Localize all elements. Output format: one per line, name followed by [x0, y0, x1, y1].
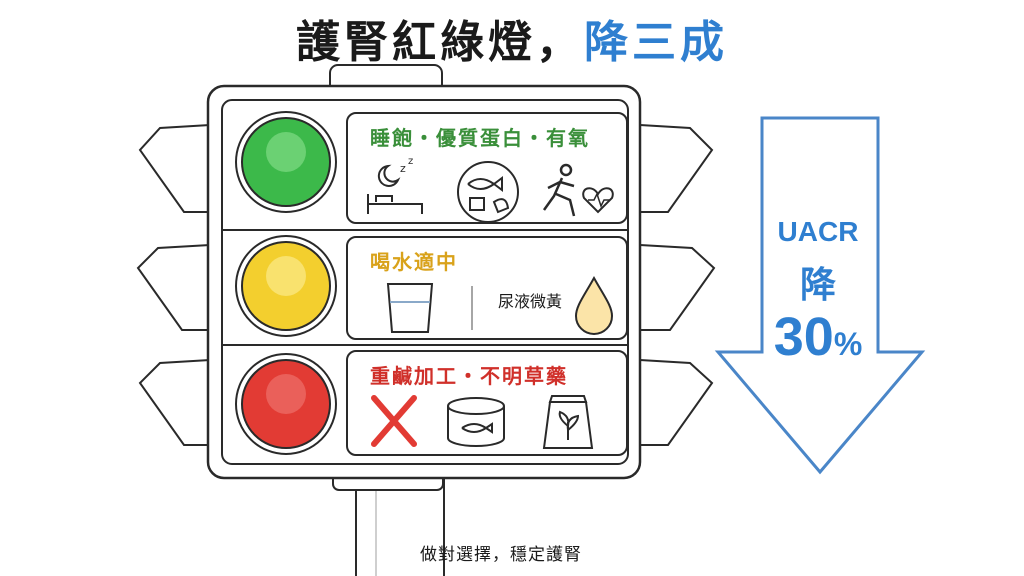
urine-drop-icon	[574, 275, 614, 335]
red-label: 重鹹加工・不明草藥	[370, 364, 568, 388]
red-panel: 重鹹加工・不明草藥	[346, 350, 628, 456]
yellow-panel: 喝水適中 尿液微黃	[346, 236, 628, 340]
canned-fish-icon	[447, 397, 505, 447]
water-glass-icon	[386, 283, 434, 333]
running-heart-icon	[542, 163, 614, 217]
yellow-icons	[386, 275, 614, 335]
right-visors	[639, 123, 716, 446]
caption: 做對選擇，穩定護腎	[420, 545, 582, 565]
red-lamp	[235, 353, 337, 455]
svg-text:z: z	[408, 156, 413, 167]
title-main: 護腎紅綠燈，	[296, 17, 584, 68]
arrow-decrease: 降	[799, 265, 836, 306]
herbal-bag-icon	[542, 395, 594, 449]
svg-text:z: z	[400, 162, 406, 175]
green-label: 睡飽・優質蛋白・有氧	[370, 126, 590, 150]
urine-note: 尿液微黃	[498, 292, 563, 311]
cross-icon	[371, 395, 417, 447]
arrow-value: 30%	[718, 306, 918, 368]
page-title: 護腎紅綠燈，降三成	[0, 6, 1024, 70]
yellow-label: 喝水適中	[370, 250, 458, 274]
yellow-lamp	[235, 235, 337, 337]
title-accent: 降三成	[584, 17, 728, 68]
arrow-unit: %	[833, 326, 863, 362]
arrow-uacr: UACR	[777, 216, 859, 247]
fish-chicken-plate-icon	[457, 161, 519, 223]
sleep-bed-icon: z z	[367, 156, 423, 214]
arrow-number: 30	[773, 307, 834, 367]
red-icons	[371, 395, 594, 449]
green-icons: z z	[367, 156, 614, 223]
green-panel: 睡飽・優質蛋白・有氧 z z	[346, 112, 628, 224]
down-arrow	[714, 116, 926, 475]
green-lamp	[235, 111, 337, 213]
left-visors	[136, 123, 211, 446]
